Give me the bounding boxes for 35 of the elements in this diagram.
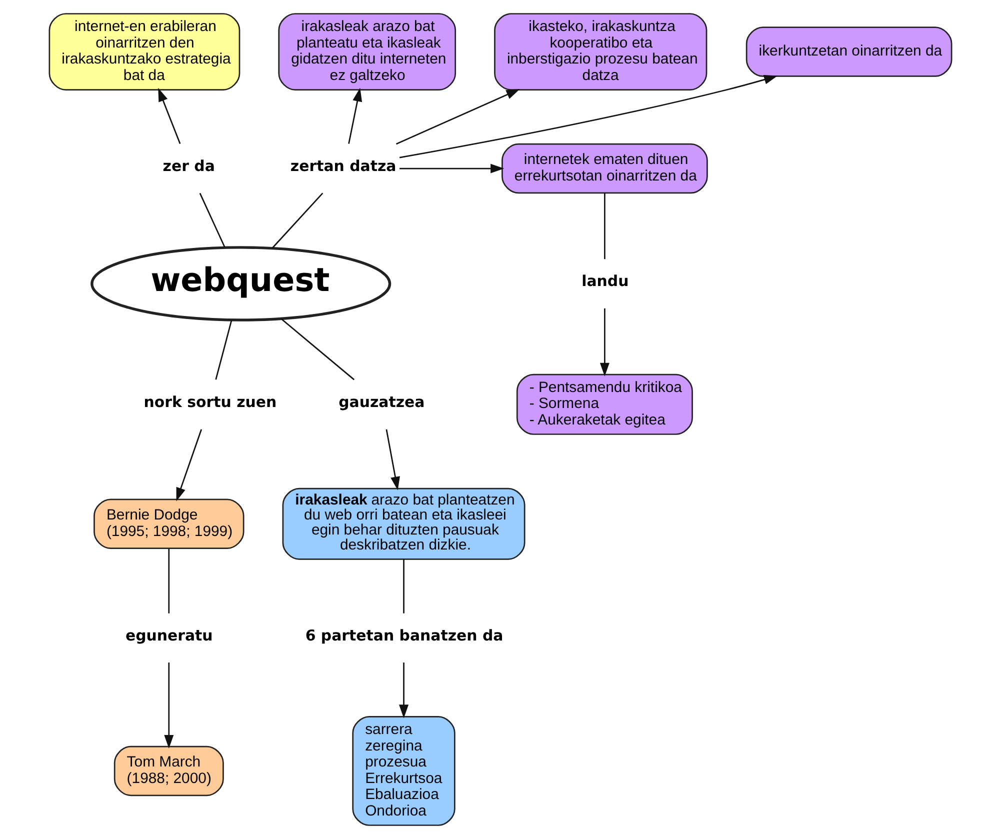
arrow (395, 89, 520, 145)
connector (168, 548, 170, 614)
arrow (176, 429, 202, 502)
arrow (164, 662, 174, 749)
connector (198, 192, 225, 248)
connector (280, 318, 354, 380)
arrow (399, 164, 504, 174)
node-box: Bernie Dodge (1995; 1998; 1999) (93, 498, 244, 549)
node-text: 6 partetan banatzen da (304, 626, 503, 644)
arrow (348, 88, 362, 144)
node-box: internetek ematen dituen errekurtsotan oinarritzen da (501, 143, 708, 194)
arrow (158, 88, 180, 144)
node-box: internet-en erabileran oinarritzen den irakaskuntzako estrategia bat da (48, 13, 240, 90)
node-text: nork sortu zuen (143, 392, 276, 411)
node-box: Tom March (1988; 2000) (113, 746, 224, 796)
node-text: zer da (162, 156, 214, 175)
node-box: irakasleak arazo bat planteatu eta ikasleak gidatzen ditu interneten ez galtzeko (278, 13, 456, 90)
connector (271, 192, 323, 248)
connector (402, 559, 404, 614)
node-text: gauzatzea (338, 392, 424, 411)
node-ellipse: webquest (90, 246, 391, 322)
arrow (398, 662, 408, 718)
arrow (599, 308, 609, 376)
node-text: landu (581, 272, 628, 290)
arrow (385, 429, 400, 490)
connector (214, 320, 232, 380)
node-text: zertan datza (290, 156, 396, 175)
connector (604, 193, 605, 260)
node-box: ikasteko, irakaskuntza kooperatibo eta inberstigazio prozesu batean datza (494, 13, 707, 90)
node-text: eguneratu (124, 626, 212, 644)
node-box: ikerkuntzetan oinarritzen da (745, 26, 952, 77)
node-box: sarrera zeregina prozesua Errekurtsoa Ebaluazioa Ondorioa (352, 716, 455, 826)
node-box: irakasleak arazo bat planteatzen du web orri batean eta ikasleei egin behar dituzten pausuak deskribatzen dizkie. (282, 488, 525, 560)
node-box: - Pentsamendu kritikoa - Sormena - Aukeraketak egitea (516, 374, 692, 435)
arrow (398, 74, 778, 158)
